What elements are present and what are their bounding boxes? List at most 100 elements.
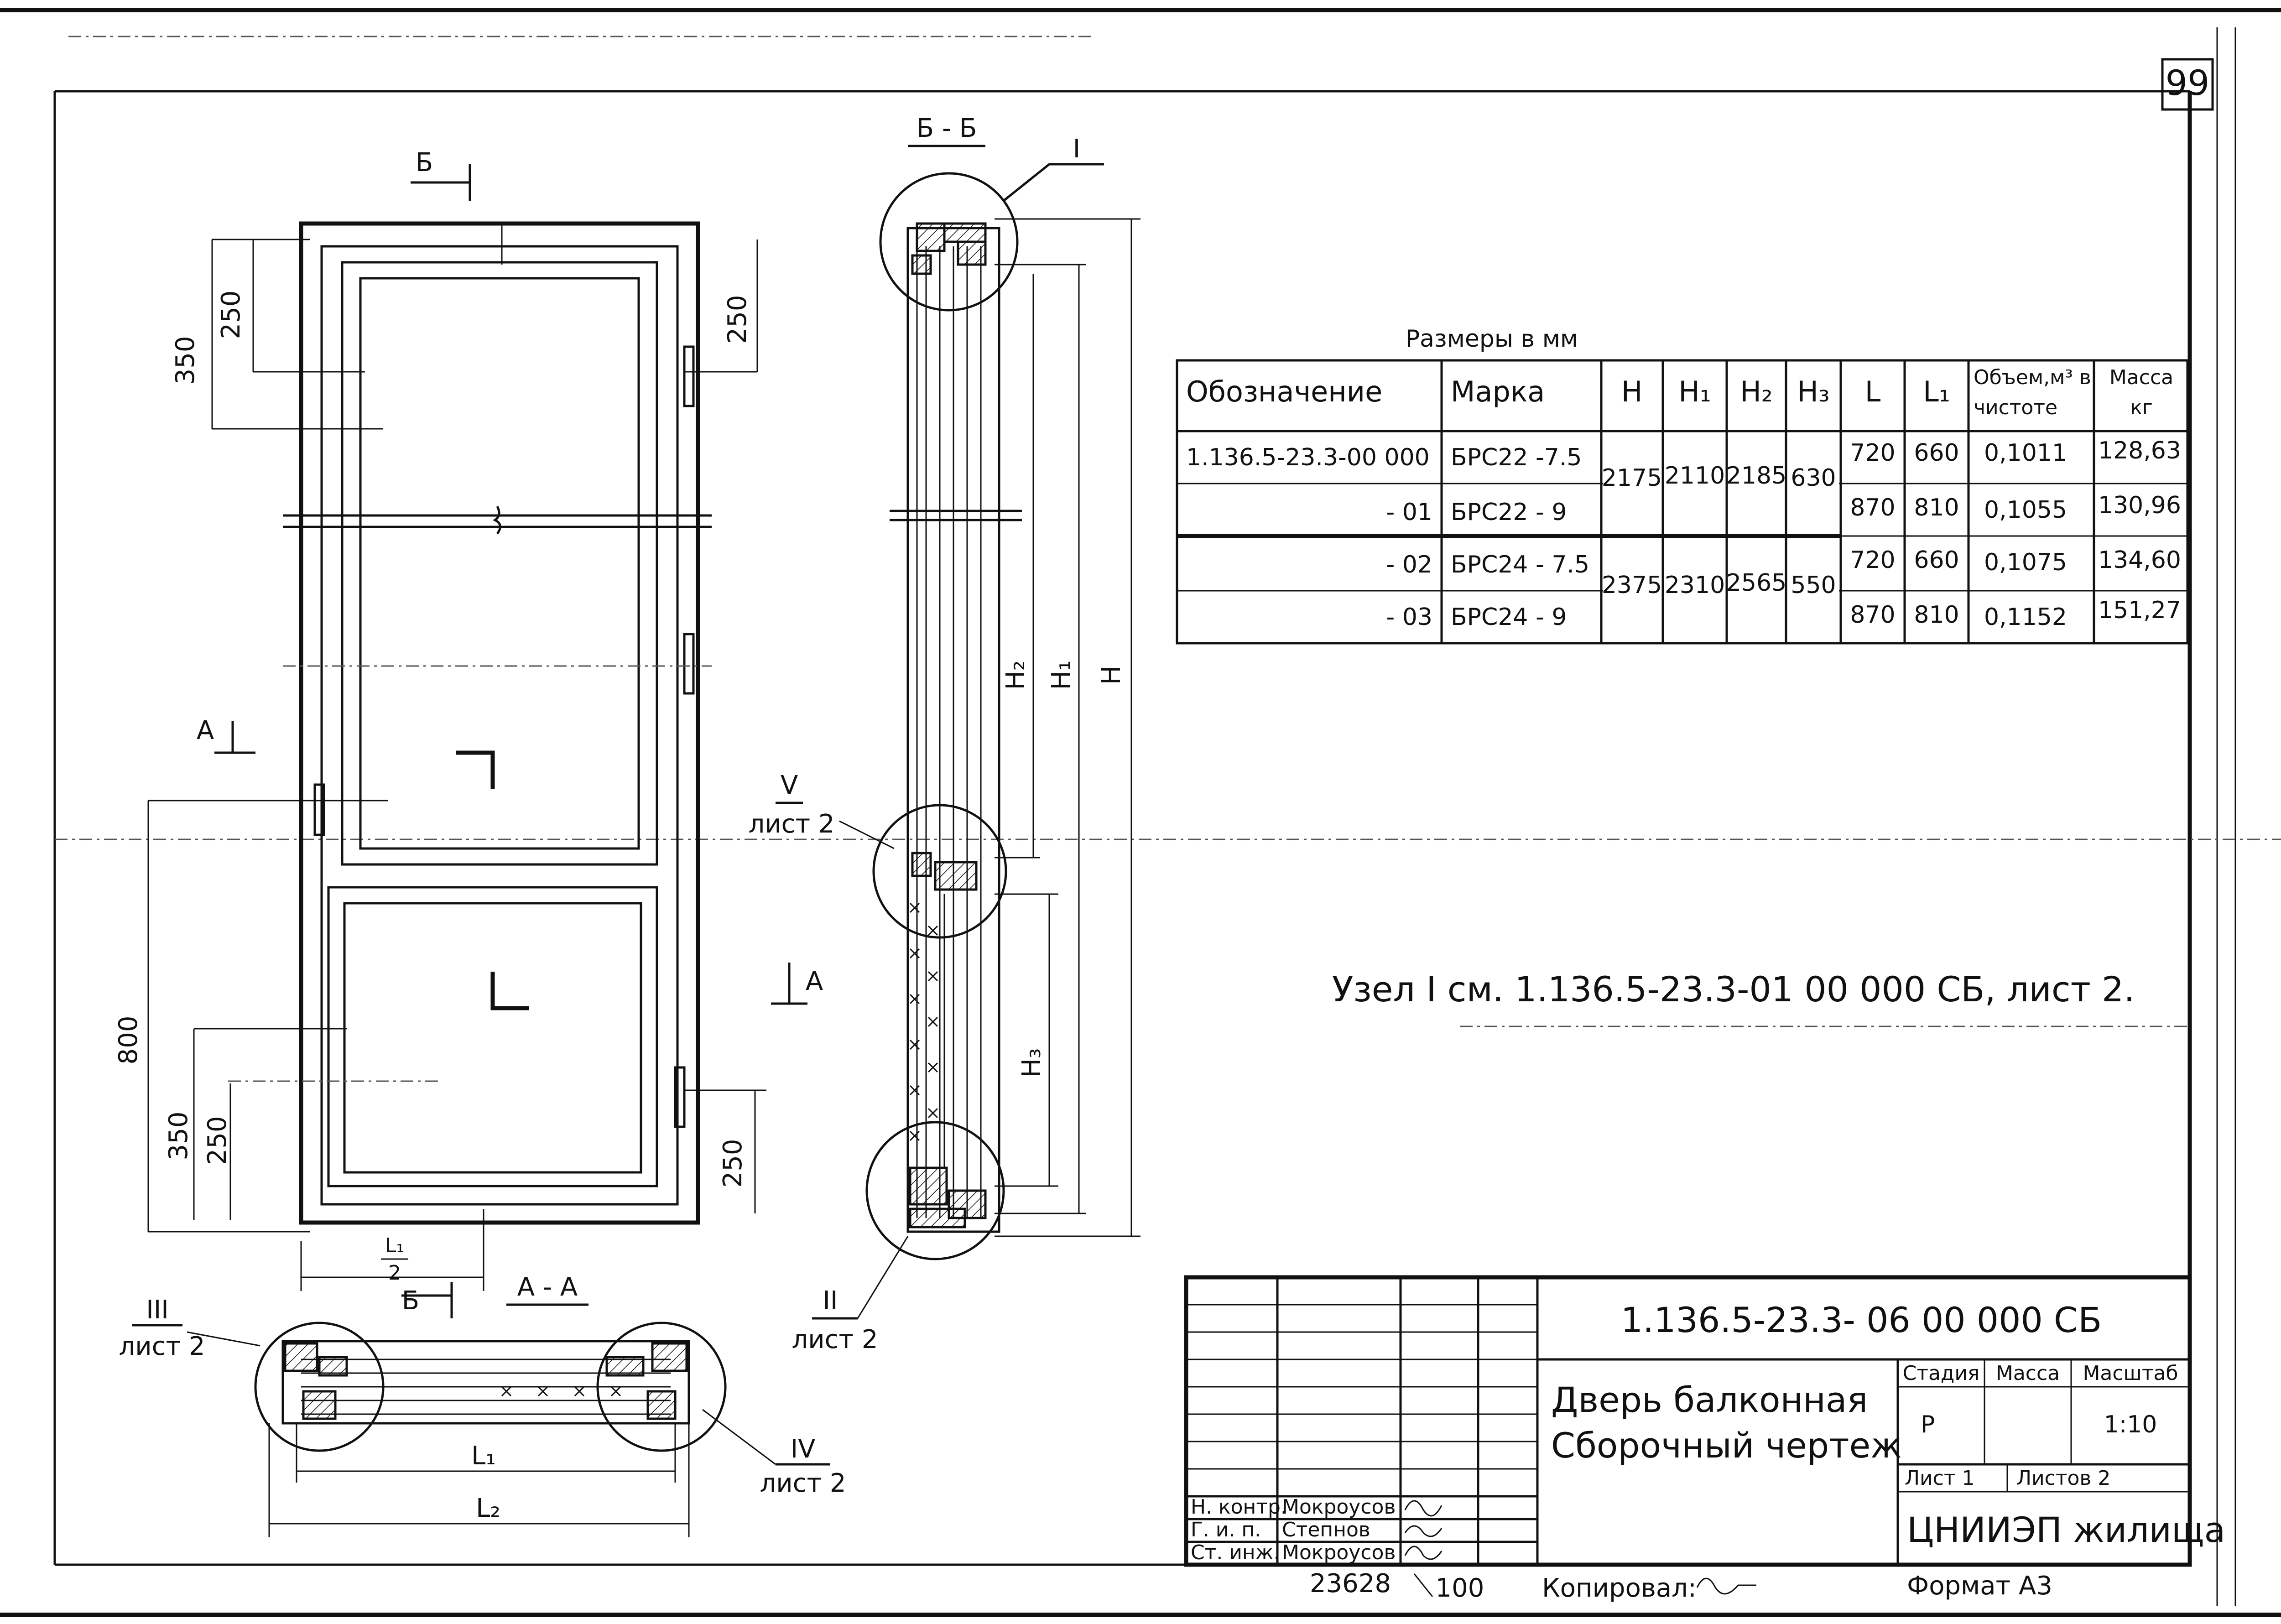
merged-row-group: 2375 2310 2565 550 (1602, 569, 1836, 599)
node-note: Узел I см. 1.136.5-23.3-01 00 000 СБ, ли… (1332, 969, 2135, 1010)
dim-l1-half-num: L₁ (385, 1234, 404, 1257)
role-label: Н. контр. (1191, 1495, 1287, 1519)
callout-node-3-sheet: лист 2 (119, 1332, 205, 1361)
dim-250-bottom-left: 250 (203, 1116, 232, 1165)
marker-b-bottom: Б (402, 1286, 419, 1316)
col-header-h1: H₁ (1678, 375, 1711, 408)
organization: ЦНИИЭП жилища (1907, 1509, 2225, 1550)
dim-350-top: 350 (171, 336, 200, 385)
drawing-code: 1.136.5-23.3- 06 00 000 СБ (1621, 1300, 2102, 1340)
cell-mark: БРС22 - 9 (1451, 499, 1567, 526)
signature-row: Г. и. п. Степнов (1191, 1518, 1443, 1541)
table-row: - 03 БРС24 - 9 870 810 0,1152 151,27 (1386, 597, 2181, 631)
drawing-title-line2: Сборочный чертеж (1551, 1425, 1902, 1466)
signature-row: Н. контр. Мокроусов (1191, 1495, 1443, 1519)
section-bb: Б - Б (865, 114, 1022, 1260)
callout-node-2-sheet: лист 2 (792, 1325, 878, 1354)
dimensions-table: Размеры в мм Обозначение Марка H H₁ H₂ H… (1176, 325, 2189, 645)
cell-h2: 2565 (1726, 569, 1786, 597)
cell-l1: 810 (1914, 601, 1959, 629)
format-label: Формат А3 (1907, 1571, 2052, 1601)
cell-l: 720 (1850, 547, 1895, 574)
page-number: 100 (1436, 1573, 1484, 1603)
drawing-title-line1: Дверь балконная (1551, 1379, 1868, 1420)
dim-h1: H₁ (1047, 661, 1076, 690)
cell-h: 2375 (1602, 572, 1662, 599)
section-aa: А - А L₁ L₂ (254, 1272, 727, 1537)
cell-l: 870 (1850, 494, 1895, 521)
callout-node-2: II (823, 1286, 838, 1316)
copied-label: Копировал: (1542, 1573, 1697, 1603)
merged-row-group: 2175 2110 2185 630 (1602, 462, 1836, 492)
cell-mark: БРС22 -7.5 (1451, 444, 1582, 471)
marker-a-right: А (806, 967, 823, 996)
callout-node-4: IV (791, 1434, 816, 1464)
dim-l1: L₁ (471, 1441, 496, 1471)
dim-800: 800 (114, 1016, 143, 1065)
dim-h3: H₃ (1017, 1048, 1047, 1078)
elevation-dimensions: 350 250 250 800 350 250 250 L₁ 2 (114, 239, 766, 1291)
col-header-h2: H₂ (1740, 375, 1772, 408)
callout-node-3: III (146, 1295, 169, 1325)
dim-h: H (1097, 666, 1126, 685)
footer: 23628 100 Копировал: Формат А3 (1310, 1569, 2052, 1603)
cell-designation: - 01 (1386, 499, 1432, 526)
cell-h: 2175 (1602, 464, 1662, 492)
dim-l2: L₂ (476, 1494, 500, 1523)
cell-h2: 2185 (1726, 462, 1786, 489)
cell-mass: 134,60 (2098, 547, 2181, 574)
col-header-volume: Объем,м³ в чистоте (1974, 366, 2091, 419)
section-aa-title: А - А (517, 1272, 578, 1302)
col-header-l1: L₁ (1923, 375, 1950, 408)
col-header-mass: Масса кг (2109, 366, 2174, 419)
scale-label: Масштаб (2083, 1362, 2178, 1385)
cell-mark: БРС24 - 9 (1451, 604, 1567, 631)
scale-value: 1:10 (2104, 1411, 2157, 1438)
cell-volume: 0,1152 (1984, 604, 2067, 631)
cell-designation: 1.136.5-23.3-00 000 (1186, 444, 1430, 471)
col-header-designation: Обозначение (1186, 375, 1382, 408)
title-block: 1.136.5-23.3- 06 00 000 СБ Дверь балконн… (1184, 1275, 2225, 1567)
door-elevation (228, 221, 712, 1225)
callout-node-4-sheet: лист 2 (760, 1468, 846, 1498)
cell-designation: - 02 (1386, 551, 1432, 578)
role-label: Ст. инж. (1191, 1541, 1280, 1564)
cell-volume: 0,1055 (1984, 496, 2067, 524)
dim-h2: H₂ (1001, 661, 1031, 690)
sheet-number-box: 99 (2161, 58, 2214, 111)
sheet-number: 99 (2166, 62, 2210, 103)
col-header-l: L (1865, 375, 1881, 408)
table-row: - 02 БРС24 - 7.5 720 660 0,1075 134,60 (1386, 547, 2181, 578)
mass-label: Масса (1996, 1362, 2060, 1385)
callouts: I V лист 2 II лист 2 III лист 2 IV лист … (119, 134, 1104, 1498)
marker-a-left: А (197, 716, 214, 745)
dim-250-top-left: 250 (216, 291, 246, 339)
callout-node-5-sheet: лист 2 (748, 809, 834, 839)
cell-h1: 2110 (1665, 462, 1725, 489)
stage-value: Р (1921, 1411, 1935, 1438)
callout-node-5: V (781, 770, 798, 800)
cell-l1: 660 (1914, 439, 1959, 467)
dim-250-bottom-right: 250 (718, 1139, 748, 1188)
dim-250-top-right: 250 (723, 295, 752, 344)
cell-l1: 660 (1914, 547, 1959, 574)
section-bb-dimensions: H H₁ H₂ H₃ (995, 218, 1140, 1237)
cell-designation: - 03 (1386, 604, 1432, 631)
dim-350-bottom: 350 (164, 1112, 193, 1161)
callout-node-1: I (1073, 134, 1081, 164)
cell-h1: 2310 (1665, 572, 1725, 599)
cell-mass: 128,63 (2098, 437, 2181, 464)
cell-mass: 130,96 (2098, 492, 2181, 519)
col-header-h3: H₃ (1797, 375, 1829, 408)
dim-l1-half-den: 2 (388, 1261, 401, 1285)
sheets-label: Листов 2 (2016, 1467, 2110, 1490)
cell-volume: 0,1011 (1984, 439, 2067, 467)
cell-l1: 810 (1914, 494, 1959, 521)
table-row: - 01 БРС22 - 9 870 810 0,1055 130,96 (1386, 492, 2181, 526)
cell-h3: 550 (1791, 572, 1836, 599)
col-header-h: H (1621, 375, 1643, 408)
cell-volume: 0,1075 (1984, 549, 2067, 576)
cell-mass: 151,27 (2098, 597, 2181, 624)
marker-b-top: Б (416, 148, 433, 177)
